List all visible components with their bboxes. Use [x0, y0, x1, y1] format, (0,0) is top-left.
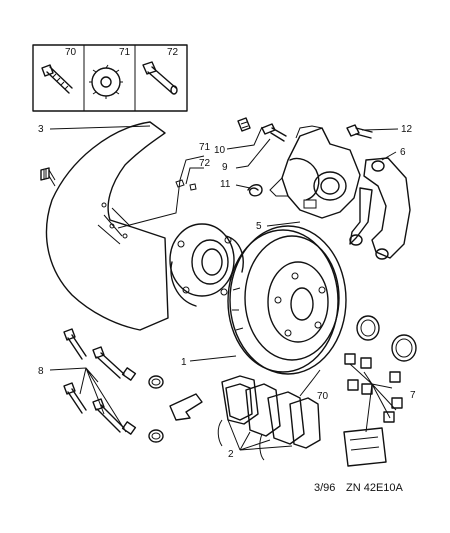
- inset-label-71: 71: [119, 47, 131, 58]
- callout-70: 70: [317, 391, 329, 402]
- callout-8: 8: [38, 366, 44, 377]
- callout-5: 5: [256, 221, 262, 232]
- callout-12: 12: [401, 124, 413, 135]
- dust-shield: [45, 121, 169, 331]
- inset-frame: [32, 44, 188, 112]
- callout-1: 1: [181, 357, 187, 368]
- brake-disc: [227, 225, 347, 375]
- callout-6: 6: [400, 147, 406, 158]
- leader-lines: [49, 125, 399, 451]
- inset-label-70: 70: [65, 47, 77, 58]
- spring-clip: [247, 184, 263, 197]
- callout-numbers: 3 71 72 10 9 11 5 12 6 1 70 8 7 2: [38, 124, 416, 460]
- inset-label-72: 72: [167, 47, 179, 58]
- caliper-body: [269, 125, 361, 219]
- guide-bolt-12: [346, 124, 373, 139]
- callout-7: 7: [410, 390, 416, 401]
- footer-date: 3/96: [314, 482, 335, 494]
- caliper-bracket: [349, 157, 411, 260]
- callout-9: 9: [222, 162, 228, 173]
- callout-11: 11: [220, 179, 231, 190]
- wheel-hub: [169, 223, 244, 307]
- callout-10: 10: [214, 145, 226, 156]
- shield-screw: [40, 167, 56, 187]
- callout-3: 3: [38, 124, 44, 135]
- callout-2: 2: [228, 449, 234, 460]
- serrated-washer-71-drawing: [89, 64, 123, 99]
- bolt-72-drawing: [142, 61, 178, 95]
- caliper-repair-kit: [343, 315, 417, 467]
- footer-reference: ZN 42E10A: [346, 482, 404, 494]
- callout-71: 71: [199, 142, 211, 153]
- bleed-screw: [237, 117, 287, 142]
- bolt-70-drawing: [41, 64, 73, 94]
- callout-72: 72: [199, 158, 211, 169]
- guide-pin-kit: [63, 328, 203, 443]
- fastener-inset: 70 71 72: [32, 44, 188, 112]
